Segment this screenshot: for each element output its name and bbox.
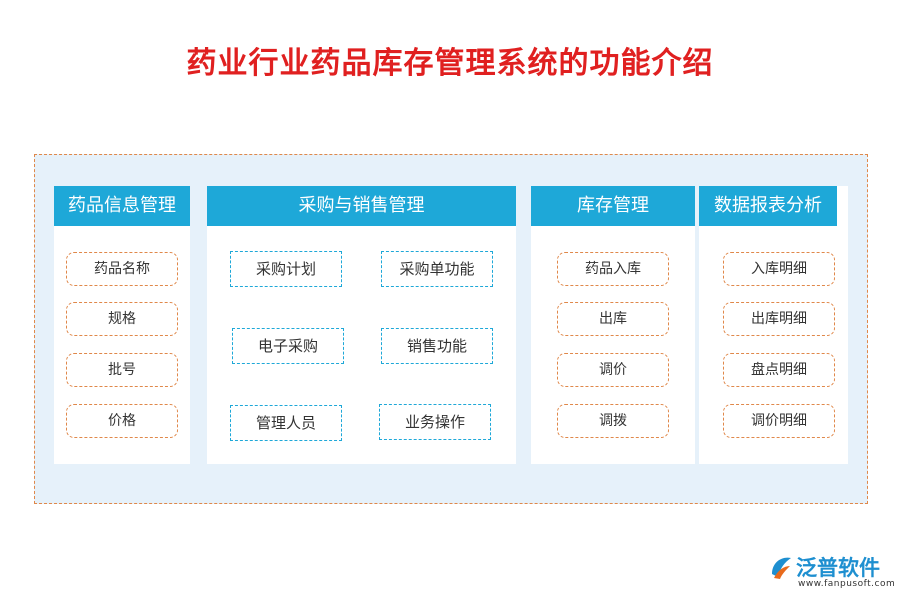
item-box: 业务操作	[379, 404, 491, 440]
column-header: 药品信息管理	[54, 186, 190, 226]
column-reports: 数据报表分析 入库明细 出库明细 盘点明细 调价明细	[699, 186, 848, 464]
item-box: 药品名称	[66, 252, 178, 286]
item-box: 规格	[66, 302, 178, 336]
item-box: 调拨	[557, 404, 669, 438]
item-box: 出库	[557, 302, 669, 336]
brand-logo: 泛普软件 www.fanpusoft.com	[768, 552, 896, 592]
column-body: 药品名称 规格 批号 价格	[54, 226, 190, 464]
item-box: 批号	[66, 353, 178, 387]
item-box: 销售功能	[381, 328, 493, 364]
page-title: 药业行业药品库存管理系统的功能介绍	[186, 46, 714, 81]
column-header: 采购与销售管理	[207, 186, 516, 226]
item-box: 药品入库	[557, 252, 669, 286]
column-header: 数据报表分析	[699, 186, 837, 226]
column-inventory: 库存管理 药品入库 出库 调价 调拨	[531, 186, 695, 464]
item-box: 入库明细	[723, 252, 835, 286]
column-body: 药品入库 出库 调价 调拨	[531, 226, 695, 464]
item-box: 采购单功能	[381, 251, 493, 287]
item-box: 盘点明细	[723, 353, 835, 387]
item-box: 调价明细	[723, 404, 835, 438]
brand-logo-icon	[772, 557, 791, 579]
item-box: 调价	[557, 353, 669, 387]
column-drug-info: 药品信息管理 药品名称 规格 批号 价格	[54, 186, 190, 464]
item-box: 管理人员	[230, 405, 342, 441]
item-box: 价格	[66, 404, 178, 438]
column-header: 库存管理	[531, 186, 695, 226]
item-box: 出库明细	[723, 302, 835, 336]
column-body: 采购计划 采购单功能 电子采购 销售功能 管理人员 业务操作	[207, 226, 516, 464]
brand-url: www.fanpusoft.com	[798, 579, 896, 589]
column-purchase-sales: 采购与销售管理 采购计划 采购单功能 电子采购 销售功能 管理人员 业务操作	[207, 186, 516, 464]
item-box: 电子采购	[232, 328, 344, 364]
item-box: 采购计划	[230, 251, 342, 287]
column-body: 入库明细 出库明细 盘点明细 调价明细	[712, 226, 848, 464]
brand-name: 泛普软件	[796, 556, 880, 580]
